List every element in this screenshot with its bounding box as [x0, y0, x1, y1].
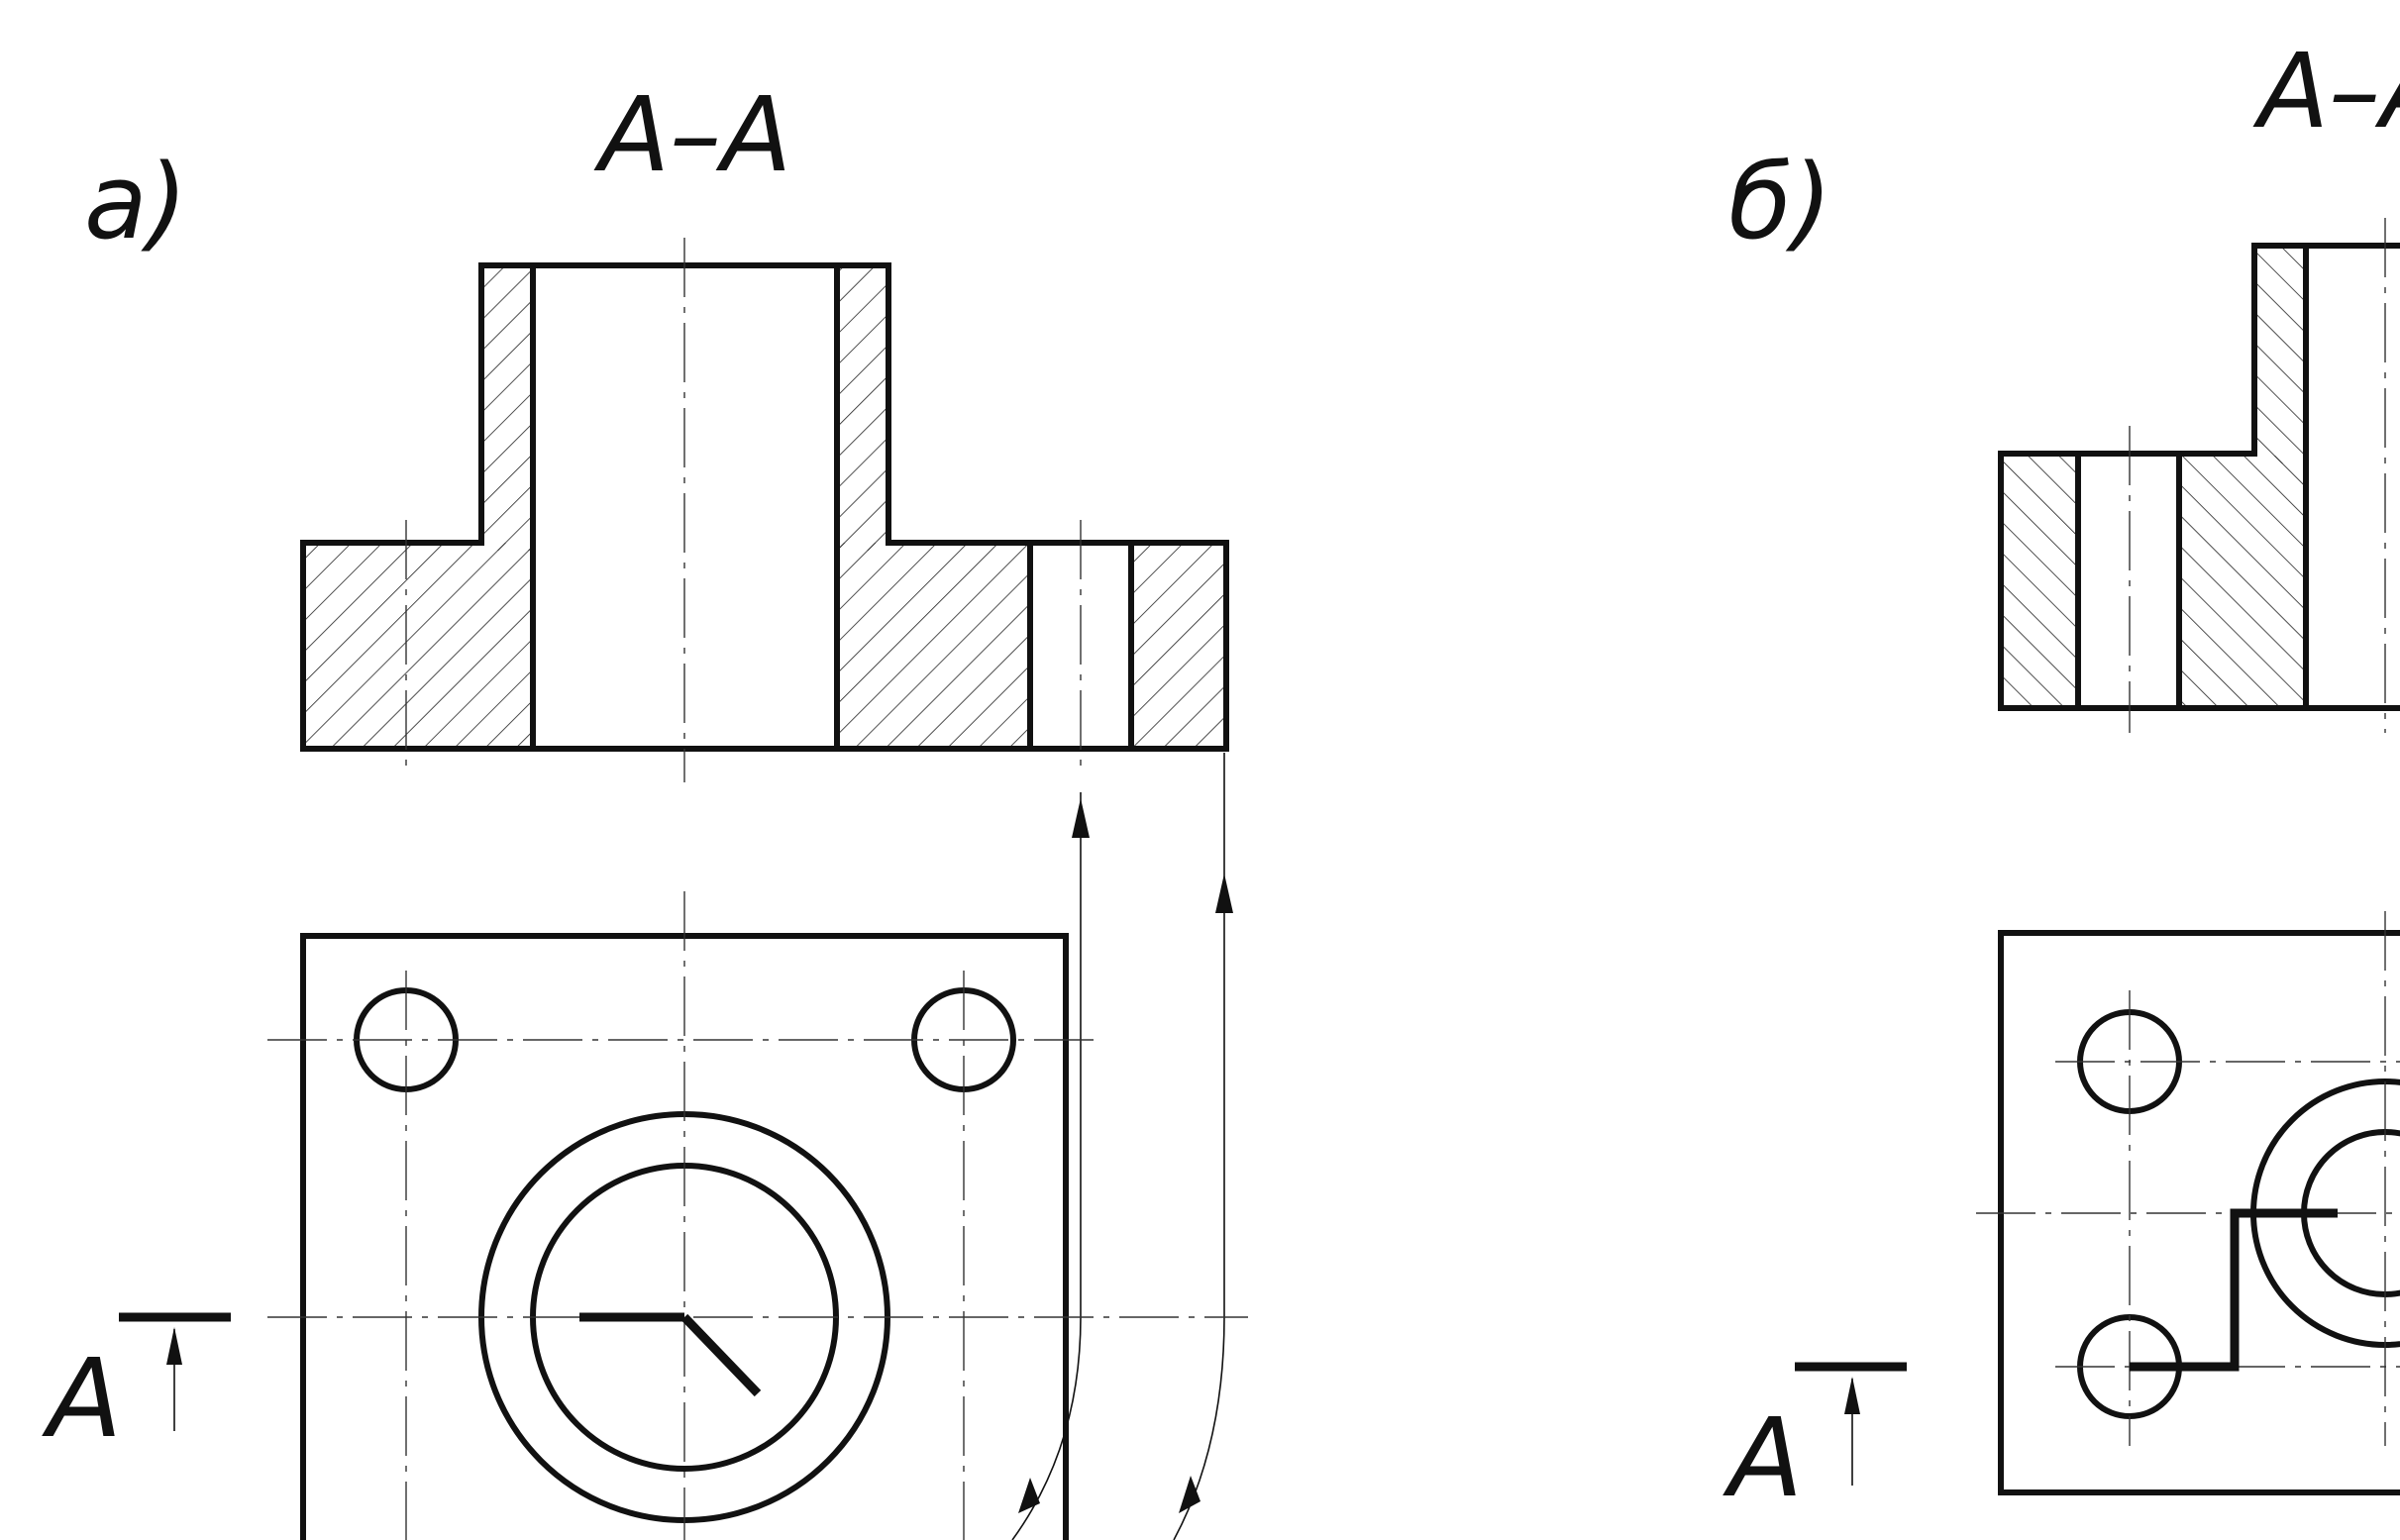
panel-a-cut-letter: А — [42, 1335, 122, 1462]
projection-arrow-1 — [1072, 798, 1090, 838]
section-outline — [300, 262, 1229, 752]
panel-b-cut-letter: А — [1722, 1394, 1803, 1521]
panel-a-plan-view — [267, 891, 1248, 1540]
panel-b-section-title: А–А — [2252, 31, 2400, 152]
hatch-right-boss-wall — [837, 265, 888, 551]
hatch-left-boss-wall — [481, 265, 533, 551]
panel-b-label: б) — [1728, 142, 1832, 262]
panel-b: б) А–А — [1722, 31, 2400, 1521]
panel-a-section-view — [300, 238, 1229, 782]
hatch-left-flange — [305, 543, 533, 749]
panel-b-cut-marker: А — [1722, 1362, 1907, 1521]
panel-a-label: а) — [84, 142, 187, 262]
panel-a-cut-marker: А — [42, 1312, 231, 1462]
panel-b-section-view — [1998, 218, 2400, 733]
hatch-right-end — [1131, 543, 1224, 749]
projection-arrow-2 — [1215, 873, 1233, 913]
cutting-plane-segment-2 — [680, 1313, 762, 1397]
hatch-right-flange — [837, 543, 1030, 749]
panel-a-projection-lines — [1011, 753, 1233, 1540]
panel-b-plan-view — [1976, 911, 2400, 1495]
panel-b-stepped-cut — [2130, 1208, 2338, 1372]
panel-b-section-outline — [1998, 243, 2400, 711]
panel-a: а) А–А — [42, 74, 1248, 1540]
panel-a-section-title: А–А — [593, 74, 791, 195]
